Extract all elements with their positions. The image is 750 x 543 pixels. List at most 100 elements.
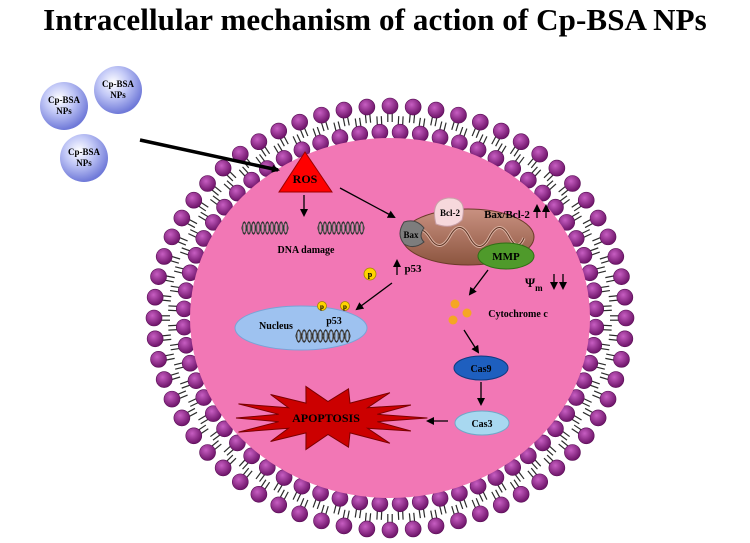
up-arrows-icon <box>533 204 550 218</box>
lipid-head <box>613 268 630 285</box>
mmp-badge: MMP <box>477 242 535 270</box>
lipid-head <box>381 97 399 115</box>
cas3-badge: Cas3 <box>454 410 510 436</box>
bcl2-label: Bcl-2 <box>440 208 460 218</box>
nucleus-p53-label: p53 <box>326 316 342 327</box>
p53-to-nucleus-arrow <box>355 282 393 311</box>
cytochrome-c-label: Cytochrome c <box>488 309 548 320</box>
nucleus: Nucleus p53 p p <box>234 301 368 351</box>
phosphate-label: p <box>320 303 324 311</box>
lipid-head <box>391 123 409 141</box>
lipid-head <box>229 434 246 452</box>
lipid-head <box>145 309 163 327</box>
lipid-head <box>335 101 353 119</box>
lipid-head <box>564 175 581 192</box>
lipid-head <box>371 495 389 513</box>
page-title: Intracellular mechanism of action of Cp-… <box>43 2 707 37</box>
ros-to-bax-arrow <box>339 187 396 218</box>
dna-strand <box>317 221 365 235</box>
lipid-head <box>313 106 330 124</box>
lipid-head <box>599 390 617 408</box>
cytochrome-c-icon <box>448 299 472 325</box>
psi-m-label: Ψm <box>525 275 543 293</box>
lipid-head <box>358 520 376 538</box>
nanoparticle-label: Cp-BSA <box>68 147 101 157</box>
lipid-head <box>450 512 467 530</box>
lipid-head <box>613 351 630 368</box>
lipid-head <box>512 133 530 151</box>
lipid-head <box>214 459 232 477</box>
lipid-head <box>229 184 246 202</box>
lipid-head <box>291 113 308 131</box>
lipid-head <box>450 106 467 124</box>
lipid-head <box>617 309 635 327</box>
apoptosis-label: APOPTOSIS <box>292 411 360 425</box>
lipid-head <box>577 191 595 209</box>
lipid-head <box>199 175 216 192</box>
nanoparticle-label: NPs <box>56 106 72 116</box>
cas9-label: Cas9 <box>470 364 491 375</box>
lipid-head <box>564 444 581 461</box>
psi-subscript: m <box>535 283 543 293</box>
lipid-head <box>548 459 566 477</box>
lipid-head <box>427 101 445 119</box>
lipid-head <box>531 145 549 163</box>
lipid-head <box>577 427 595 445</box>
psi-symbol: Ψ <box>525 275 536 290</box>
bcl2-protein: Bcl-2 <box>434 197 464 227</box>
dna-helix-icon <box>317 221 365 235</box>
entry-arrow <box>139 138 280 173</box>
lipid-head <box>512 485 530 503</box>
lipid-head <box>175 318 193 336</box>
dna-helix-icon <box>241 221 289 235</box>
ros-triangle: ROS <box>278 151 333 193</box>
lipid-head <box>146 330 164 348</box>
nanoparticle-3: Cp-BSA NPs <box>60 134 108 182</box>
phosphate-icon: p <box>363 267 377 281</box>
lipid-head <box>492 122 510 140</box>
lipid-head <box>250 485 268 503</box>
dna-damage-label: DNA damage <box>278 245 336 256</box>
lipid-head <box>616 288 634 306</box>
cell-membrane <box>145 97 635 539</box>
lipid-head <box>607 248 625 265</box>
lipid-head <box>534 434 551 452</box>
dna-strand <box>241 221 289 235</box>
nanoparticle-label: Cp-BSA <box>48 95 81 105</box>
lipid-head <box>492 496 510 514</box>
lipid-head <box>534 184 551 202</box>
lipid-head <box>391 495 409 513</box>
lipid-head <box>587 318 605 336</box>
lipid-head <box>270 496 288 514</box>
phosphate-label: p <box>343 303 347 311</box>
lipid-head <box>531 473 549 491</box>
lipid-head <box>291 505 308 523</box>
lipid-head <box>199 444 216 461</box>
lipid-head <box>472 113 489 131</box>
lipid-head <box>146 288 164 306</box>
lipid-head <box>313 512 330 530</box>
cytochrome-to-cas9-arrow <box>463 329 480 354</box>
lipid-head <box>173 409 191 427</box>
nanoparticle-label: NPs <box>110 90 126 100</box>
p53-label: p53 <box>404 263 422 275</box>
nanoparticle-label: NPs <box>76 158 92 168</box>
nanoparticle-2: Cp-BSA NPs <box>94 66 142 114</box>
apoptosis-burst: APOPTOSIS <box>235 385 428 451</box>
lipid-head <box>150 351 167 368</box>
dna-strand <box>295 329 351 343</box>
dna-helix-icon <box>295 329 351 343</box>
lipid-head <box>270 122 288 140</box>
lipid-head <box>155 371 173 388</box>
mmp-to-cytochrome-arrow <box>468 269 489 296</box>
cas3-label: Cas3 <box>471 419 492 430</box>
lipid-head <box>173 209 191 227</box>
cas9-badge: Cas9 <box>453 355 509 381</box>
lipid-head <box>381 521 399 539</box>
lipid-head <box>589 209 607 227</box>
lipid-head <box>548 159 566 177</box>
bax-protein: Bax <box>399 220 425 248</box>
lipid-head <box>472 505 489 523</box>
phosphate-icon: p <box>317 301 327 311</box>
